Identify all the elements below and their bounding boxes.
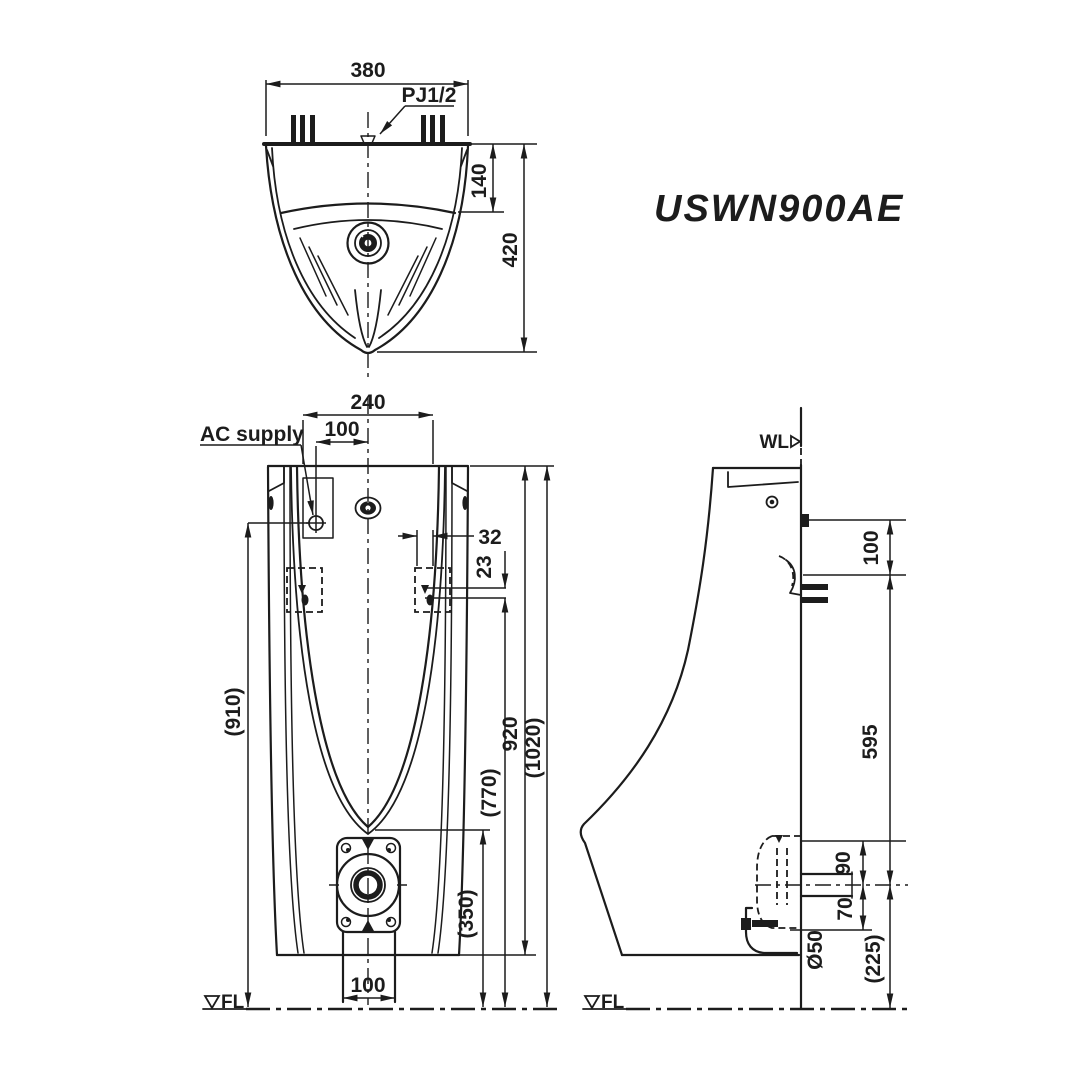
dim-outlet-width-100: 100 bbox=[350, 974, 385, 997]
mounting-bracket-left bbox=[286, 567, 323, 613]
supply-fitting bbox=[360, 135, 376, 144]
hanger-bolt-upper bbox=[801, 584, 828, 590]
front-view-outline bbox=[266, 398, 554, 1005]
outlet-pipe bbox=[755, 871, 908, 899]
wall-line: WL bbox=[759, 406, 803, 1010]
dim-pipe-diameter-50: Ø50 bbox=[804, 930, 827, 970]
side-view-outline bbox=[579, 466, 908, 957]
dim-projection-420: 420 bbox=[499, 232, 522, 267]
dim-top-clearance-100: 100 bbox=[860, 530, 883, 565]
dim-outlet-height-350: (350) bbox=[455, 889, 478, 938]
dim-width-380: 380 bbox=[350, 59, 385, 82]
dim-bolt-span-240: 240 bbox=[350, 391, 385, 414]
wall-fastener bbox=[801, 514, 809, 527]
top-view: 380 PJ1/2 140 420 bbox=[262, 59, 537, 378]
dim-body-height-920: 920 bbox=[499, 716, 522, 751]
floor-label: FL bbox=[221, 992, 245, 1013]
side-floor-line: FL bbox=[582, 992, 908, 1013]
dim-spud-height-595: 595 bbox=[859, 724, 882, 759]
floor-level-symbol-side bbox=[583, 995, 601, 1010]
ac-supply-leader bbox=[300, 444, 314, 516]
ac-supply-box bbox=[302, 477, 334, 539]
drain-trap-hidden bbox=[741, 835, 800, 955]
fixing-screw bbox=[765, 495, 779, 509]
side-view-dimensions: 100 595 (225) 90 70 Ø50 bbox=[804, 520, 894, 1008]
pj12-leader bbox=[379, 105, 406, 135]
label-pj12: PJ1/2 bbox=[402, 84, 457, 107]
dim-trap-upper-90: 90 bbox=[832, 851, 855, 874]
wall-line-symbol bbox=[790, 434, 802, 449]
label-ac-supply: AC supply bbox=[200, 423, 304, 446]
dim-trap-lower-70: 70 bbox=[834, 897, 857, 920]
dim-outlet-center-height-225: (225) bbox=[862, 934, 885, 983]
front-view: 240 100 AC supply 32 23 (910) 920 (1020)… bbox=[200, 391, 560, 1013]
dim-bolt-gap-23: 23 bbox=[473, 555, 496, 578]
dim-supply-height-910: (910) bbox=[222, 687, 245, 736]
dim-rim-140: 140 bbox=[468, 163, 491, 198]
dim-bolt-inset-32: 32 bbox=[478, 526, 501, 549]
side-view: WL bbox=[579, 406, 908, 1013]
dim-overall-height-1020: (1020) bbox=[522, 718, 545, 779]
floor-level-symbol bbox=[203, 995, 221, 1010]
model-number: USWN900AE bbox=[654, 188, 904, 230]
spud-pins bbox=[291, 115, 445, 144]
wall-line-label: WL bbox=[759, 432, 789, 453]
top-view-outline bbox=[262, 112, 472, 378]
floor-label-side: FL bbox=[601, 992, 625, 1013]
front-view-dimensions: 240 100 AC supply 32 23 (910) 920 (1020)… bbox=[200, 391, 551, 1007]
top-view-dimensions: 380 PJ1/2 140 420 bbox=[265, 59, 537, 353]
hanger-bolt-lower bbox=[801, 597, 828, 603]
front-floor-line: FL bbox=[202, 992, 560, 1013]
dim-supply-offset-100: 100 bbox=[324, 418, 359, 441]
dim-bolt-height-770: (770) bbox=[478, 768, 501, 817]
